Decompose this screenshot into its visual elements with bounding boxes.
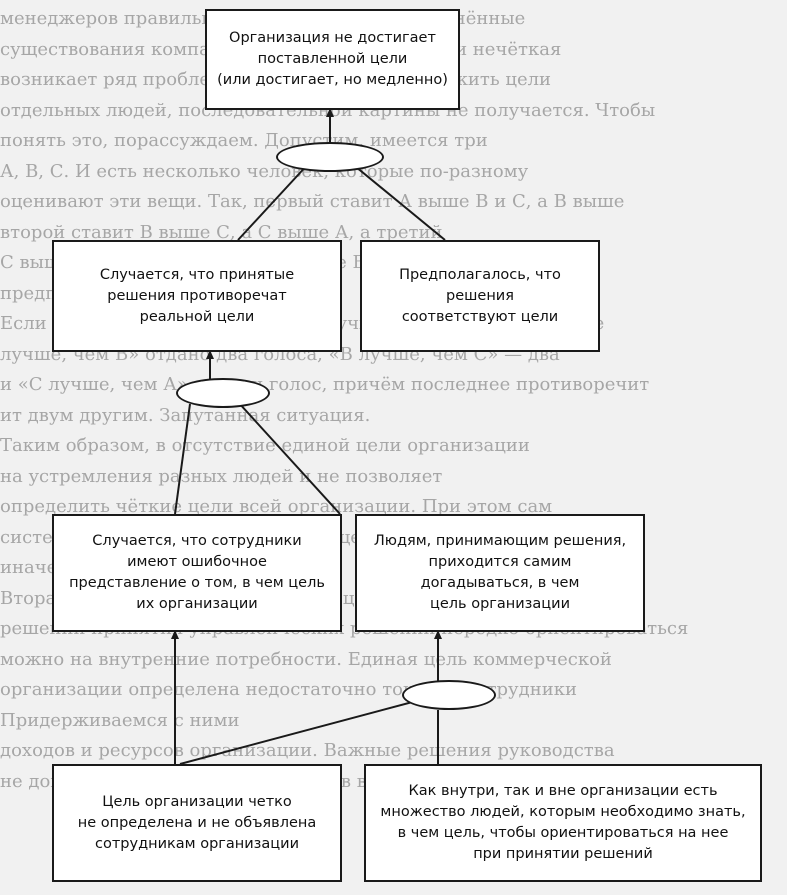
background-text-line: А, В, С. И есть несколько человек, котор… — [0, 160, 529, 182]
box-decisions-contradict-goal: Случается, что принятые решения противор… — [52, 240, 342, 352]
box-goal-not-achieved: Организация не достигает поставленной це… — [205, 9, 460, 110]
background-text-line: Придерживаемся с ними — [0, 709, 240, 731]
background-text-line: и «С лучше, чем А» — один голос, причём … — [0, 374, 650, 395]
box-employees-misunderstand-goal: Случается, что сотрудники имеют ошибочно… — [52, 514, 342, 632]
background-text-line: определить чёткие цели всей организации.… — [0, 496, 553, 517]
box-goal-not-achieved-text: Организация не достигает поставленной це… — [217, 30, 448, 88]
line-bottomleft-to-and3 — [179, 699, 421, 765]
and-node-3 — [402, 680, 496, 710]
box-goal-not-defined: Цель организации четко не определена и н… — [52, 764, 342, 882]
background-text-line: ит двум другим. Запутанная ситуация. — [0, 404, 371, 426]
box-decisions-assumed-match: Предполагалось, что решения соответствую… — [360, 240, 600, 352]
background-text-line: на устремления разных людей и не позволя… — [0, 465, 443, 487]
and-node-2 — [176, 378, 270, 408]
box-decisions-contradict-goal-text: Случается, что принятые решения противор… — [99, 266, 295, 325]
background-text-line: доходов и ресурсов организации. Важные р… — [0, 740, 615, 761]
box-employees-misunderstand-goal-text: Случается, что сотрудники имеют ошибочно… — [69, 533, 325, 612]
and-node-1 — [276, 142, 384, 172]
box-decisions-assumed-match-text: Предполагалось, что решения соответствую… — [399, 266, 561, 325]
line-l3right-to-and2 — [237, 401, 341, 515]
line-l2right-to-and1 — [349, 161, 446, 241]
box-decision-makers-guess-text: Людям, принимающим решения, приходится с… — [373, 533, 627, 612]
line-l3left-to-and2 — [174, 403, 191, 515]
background-text-line: второй ставит В выше С, а С выше А, а тр… — [0, 221, 443, 243]
box-decision-makers-guess: Людям, принимающим решения, приходится с… — [355, 514, 645, 632]
box-goal-not-defined-text: Цель организации четко не определена и н… — [77, 793, 317, 852]
line-l2left-to-and1 — [237, 161, 311, 241]
box-many-people-need-goal-text: Как внутри, так и вне организации есть м… — [380, 783, 746, 862]
box-many-people-need-goal: Как внутри, так и вне организации есть м… — [364, 764, 762, 882]
background-text-line: Таким образом, в отсутствие единой цели … — [0, 435, 530, 456]
background-text-line: оценивают эти вещи. Так, первый ставит А… — [0, 191, 625, 212]
background-text-line: можно на внутренние потребности. Единая … — [0, 648, 612, 670]
